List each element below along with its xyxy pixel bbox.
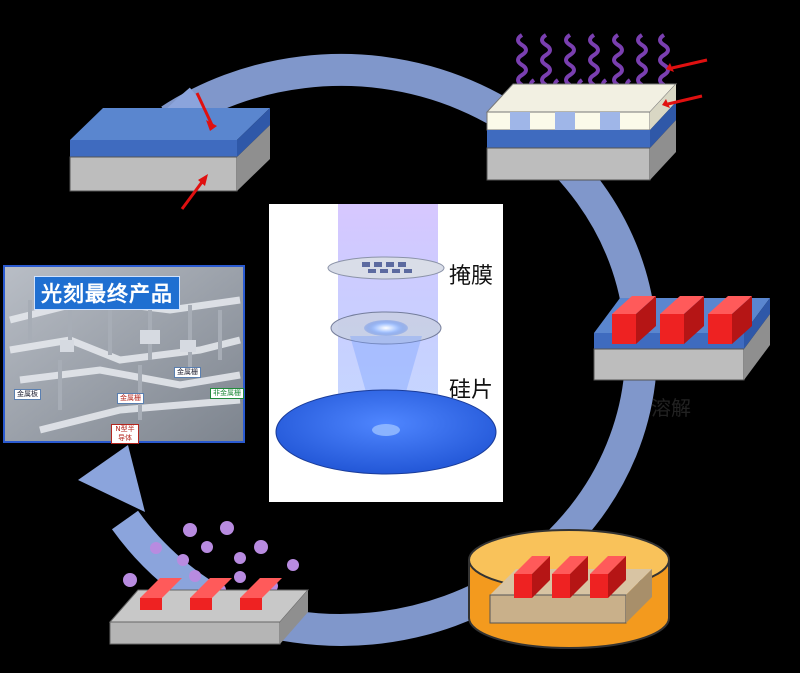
step-developer-bath bbox=[468, 529, 670, 649]
step-etching bbox=[108, 521, 310, 645]
red-resist-lines bbox=[612, 296, 752, 344]
product-tag: 金属栅 bbox=[117, 393, 144, 404]
product-tag: 金属板 bbox=[14, 389, 41, 400]
mask-pattern bbox=[362, 262, 412, 273]
product-tag: N型半导体 bbox=[111, 424, 139, 444]
step-developed-pattern bbox=[593, 296, 770, 381]
dissolve-label: 溶解 bbox=[651, 396, 691, 420]
arrow-top bbox=[195, 92, 214, 126]
product-tag: 金属栅 bbox=[174, 367, 201, 378]
step-coated-wafer bbox=[69, 92, 270, 210]
product-tag: 非金属栅 bbox=[210, 388, 244, 399]
wafer-label: 硅片 bbox=[449, 378, 494, 403]
step-uv-exposure bbox=[485, 33, 708, 181]
mask-disc bbox=[327, 256, 445, 280]
arrow-bottom bbox=[180, 177, 207, 210]
central-lithography-panel bbox=[269, 204, 503, 502]
final-product-title: 光刻最终产品 bbox=[34, 276, 180, 310]
mask-label: 掩膜 bbox=[449, 264, 494, 289]
